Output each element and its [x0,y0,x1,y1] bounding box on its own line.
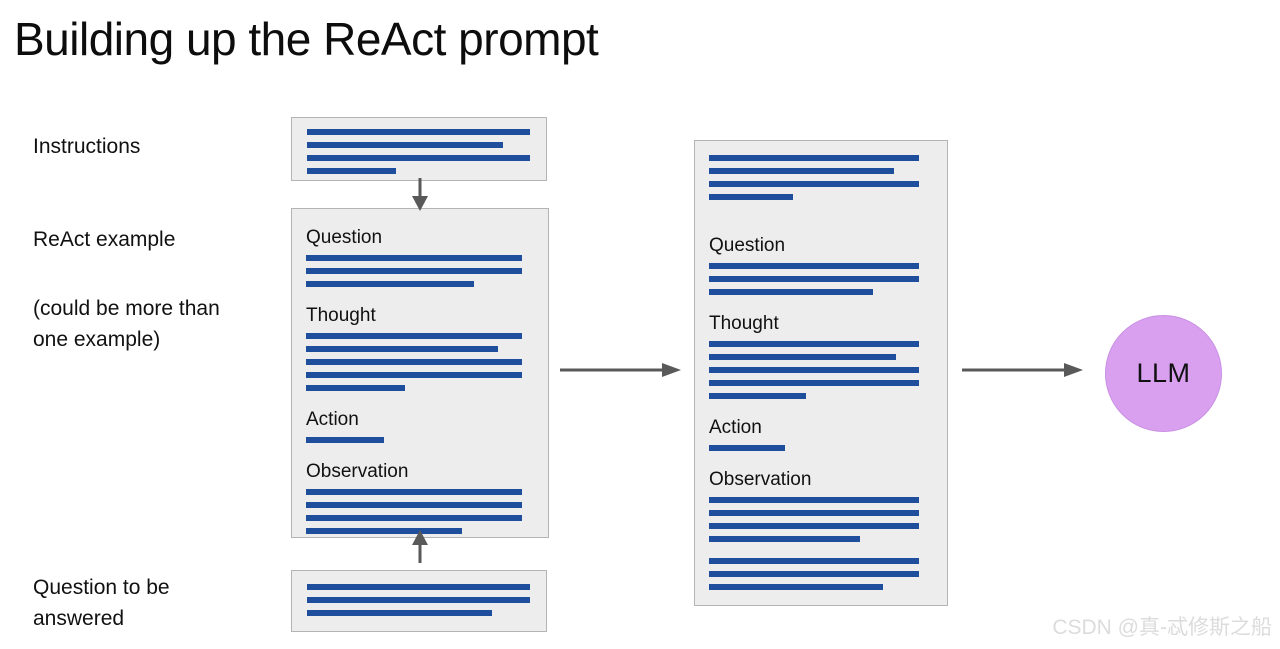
prompt-section: Thought [306,303,522,391]
text-line-bar [307,155,530,161]
text-line-bar [709,263,919,269]
prompt-section: Question [709,233,919,295]
arrow-right-icon-prompt-to-llm [962,359,1084,386]
section-heading-observation: Observation [709,469,812,490]
text-line-bar [307,168,397,174]
label-react-example: ReAct example [33,228,176,251]
text-line-bar [709,393,806,399]
text-line-bar [709,354,896,360]
text-line-bar [709,497,919,503]
text-line-bar [709,367,919,373]
text-line-bar [709,510,919,516]
text-line-bar [306,437,384,443]
section-heading-question: Question [709,235,786,256]
text-line-bar [709,168,894,174]
text-line-bar [306,359,522,365]
text-line-bar [709,380,919,386]
prompt-section: Observation [709,467,919,542]
prompt-section: Observation [306,459,522,534]
text-line-bar [709,276,919,282]
text-line-bar [306,489,522,495]
prompt-section: Action [709,415,919,451]
text-line-bar [306,515,522,521]
prompt-section [709,558,919,590]
text-line-bar [709,289,873,295]
section-heading-action: Action [709,417,762,438]
text-line-bar [709,584,884,590]
text-line-bar [709,181,919,187]
section-heading-thought: Thought [306,305,376,326]
label-instructions: Instructions [33,135,141,158]
question-text-lines [307,584,530,623]
text-line-bar [709,445,785,451]
arrow-up-icon-question-to-example [404,529,436,568]
question-panel [291,570,547,632]
text-line-bar [709,341,919,347]
text-line-bar [307,597,530,603]
text-line-bar [307,142,504,148]
llm-label: LLM [1136,358,1191,388]
text-line-bar [306,333,522,339]
section-spacer [306,398,522,407]
instructions-panel [291,117,547,181]
section-spacer [709,406,919,415]
text-line-bar [306,385,406,391]
section-spacer [709,302,919,311]
text-line-bar [306,268,522,274]
section-heading-question: Question [306,227,383,248]
text-line-bar [306,346,499,352]
text-line-bar [306,528,462,534]
section-spacer [709,207,919,233]
prompt-section: Action [306,407,522,443]
section-spacer [306,450,522,459]
llm-node: LLM [1105,315,1222,432]
text-line-bar [307,584,530,590]
text-line-bar [709,571,919,577]
watermark: CSDN @真-忒修斯之船 [1052,616,1272,639]
text-line-bar [306,281,475,287]
instructions-text-lines [307,129,530,181]
section-spacer [709,458,919,467]
section-spacer [709,549,919,558]
text-line-bar [709,536,861,542]
text-line-bar [307,129,530,135]
text-line-bar [709,194,793,200]
section-spacer [306,294,522,303]
arrow-right-icon-example-to-prompt [560,359,682,386]
section-heading-action: Action [306,409,359,430]
text-line-bar [306,255,522,261]
prompt-section [709,155,919,200]
label-more-examples: (could be more than one example) [33,297,220,351]
text-line-bar [709,523,919,529]
text-line-bar [306,502,522,508]
label-question-to-be-answered: Question to be answered [33,576,170,630]
page-title: Building up the ReAct prompt [14,13,599,65]
text-line-bar [307,610,493,616]
text-line-bar [306,372,522,378]
prompt-section: Thought [709,311,919,399]
arrow-down-icon-instructions-to-example [404,178,436,217]
section-heading-thought: Thought [709,313,779,334]
prompt-section: Question [306,225,522,287]
text-line-bar [709,558,919,564]
section-heading-observation: Observation [306,461,409,482]
text-line-bar [709,155,919,161]
